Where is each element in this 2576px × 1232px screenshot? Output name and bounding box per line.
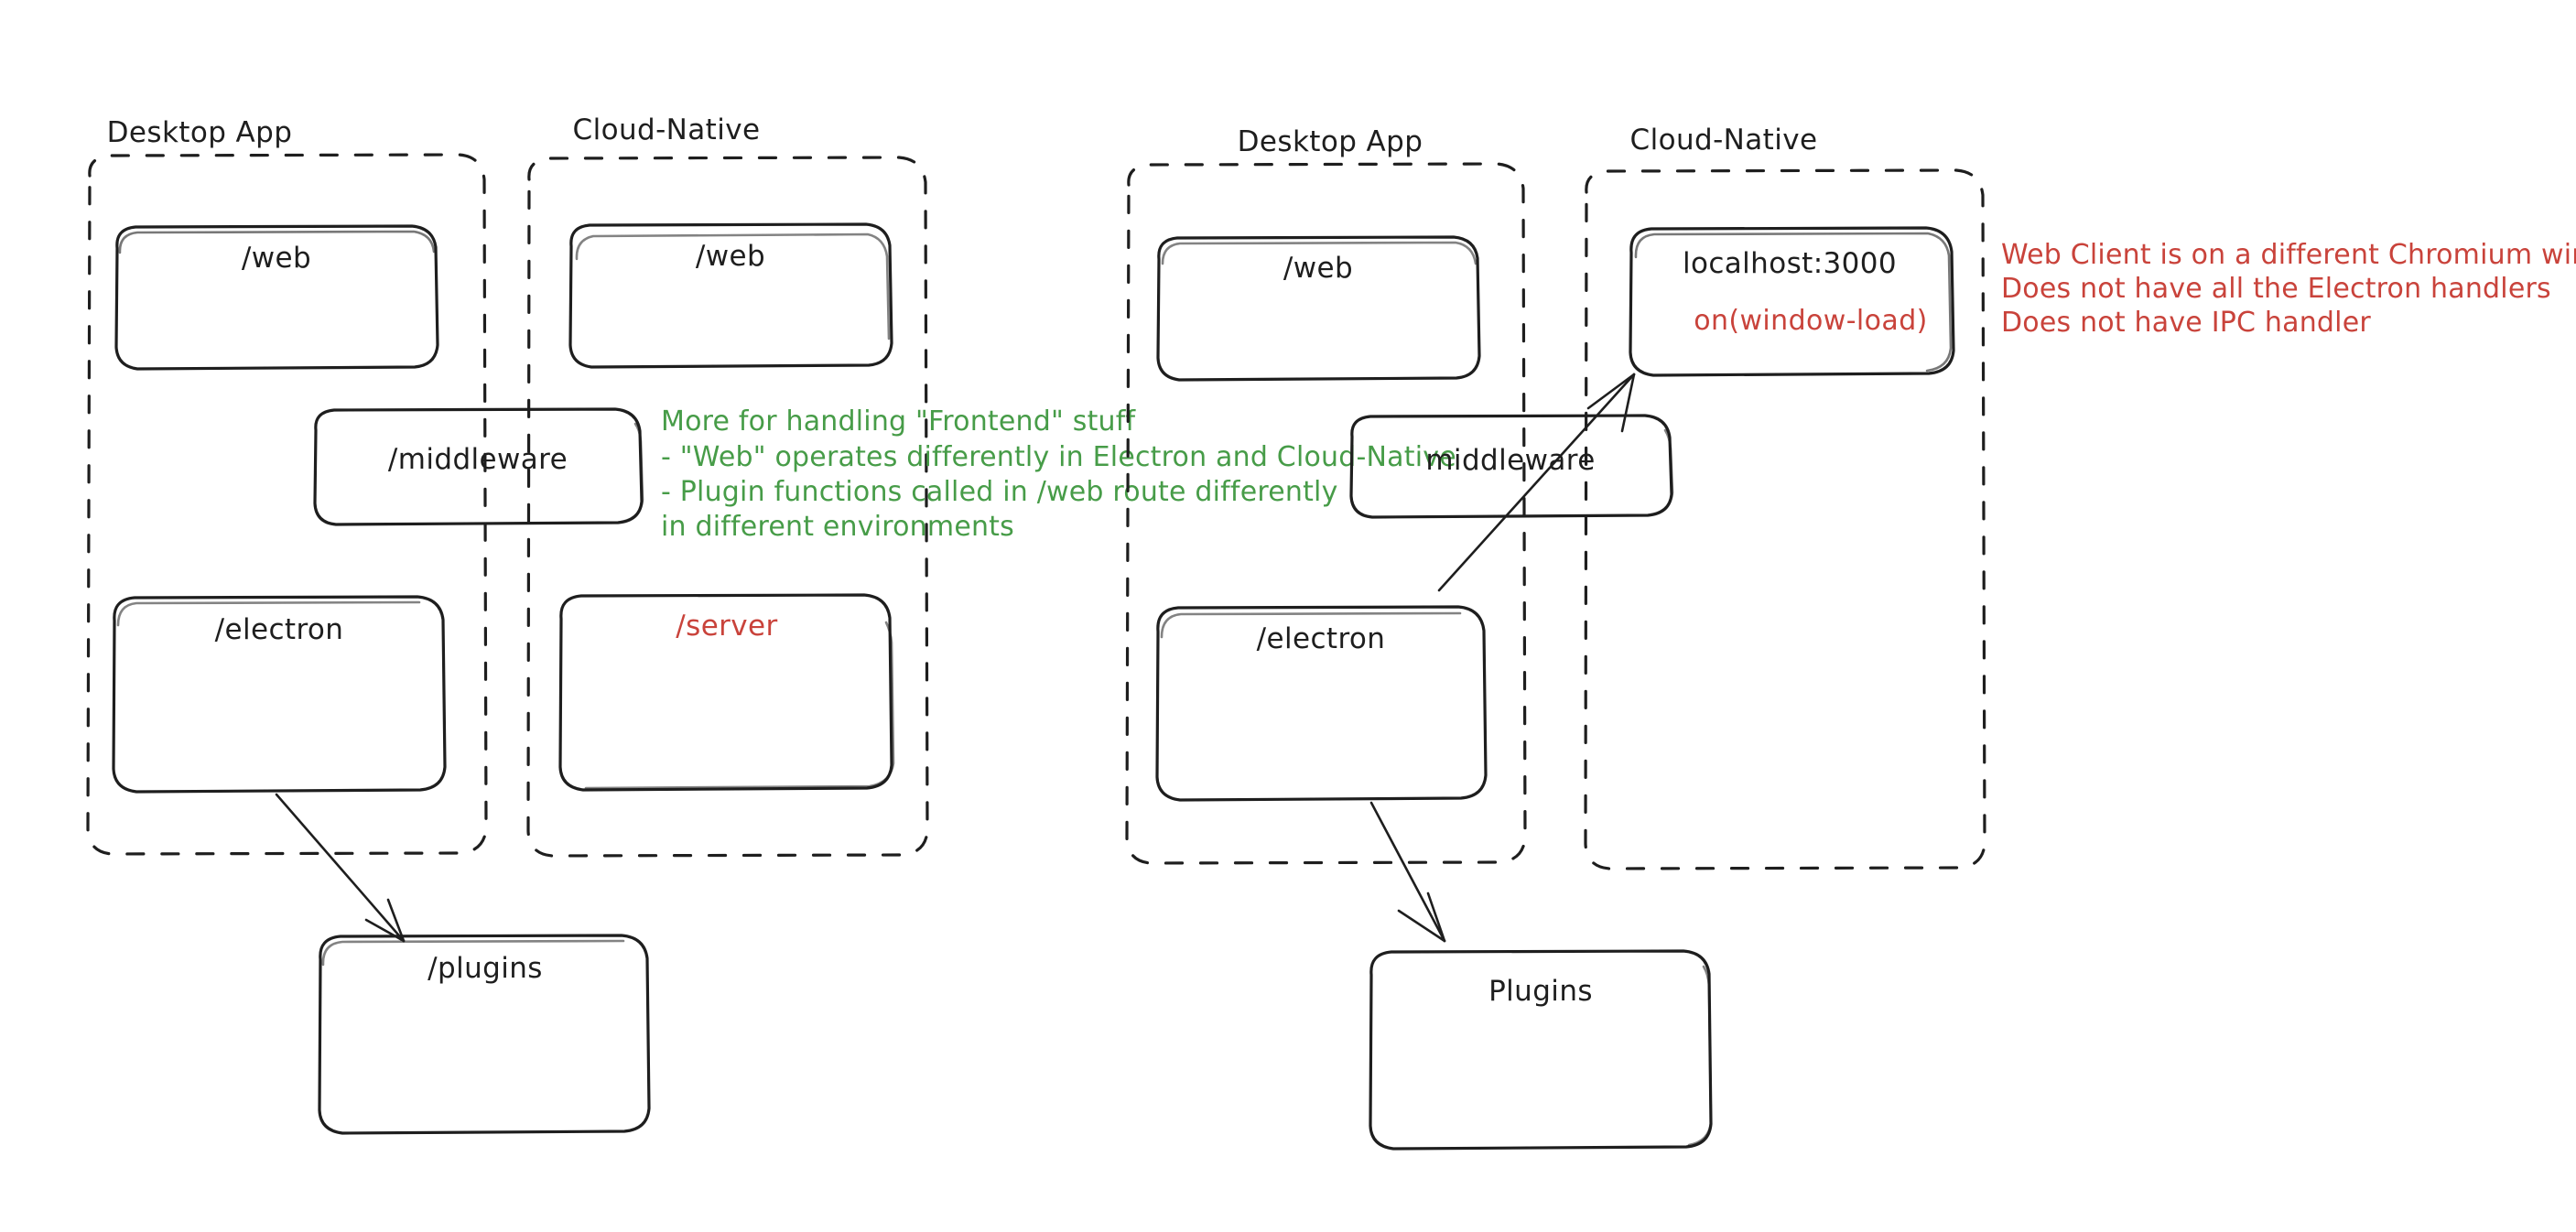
right-note-line-3: Does not have IPC handler — [2001, 307, 2371, 339]
left-group-cloud-native[interactable]: Cloud-Native — [526, 113, 929, 858]
left-group-desktop-app[interactable]: Desktop App — [86, 116, 488, 856]
right-arrow-electron-to-localhost — [1437, 373, 1636, 592]
left-arrow-electron-to-plugins — [275, 793, 406, 943]
right-box-web-outline — [1156, 235, 1481, 382]
left-note-line-1: More for handling "Frontend" stuff — [661, 405, 1137, 438]
right-arrow-down-head-2 — [1426, 892, 1446, 943]
left-box-middleware[interactable]: /middleware — [313, 407, 644, 526]
left-box-plugins-outline-2 — [321, 939, 625, 967]
left-cloud-native-label: Cloud-Native — [573, 113, 761, 146]
left-cloud-native-container — [526, 156, 929, 858]
right-desktop-app-label: Desktop App — [1238, 125, 1423, 158]
right-arrow-up-head-1 — [1586, 373, 1636, 410]
right-box-localhost-label: localhost:3000 — [1683, 247, 1897, 280]
right-box-web-label: /web — [1283, 252, 1353, 285]
right-box-middleware-label: middleware — [1425, 444, 1595, 477]
left-note-green: More for handling "Frontend" stuff - "We… — [661, 405, 1456, 543]
right-box-plugins-outline-2 — [1687, 965, 1713, 1147]
right-box-localhost[interactable]: localhost:3000 on(window-load) — [1629, 226, 1955, 377]
right-box-plugins-label: Plugins — [1488, 975, 1593, 1008]
left-note-line-4: in different environments — [661, 511, 1014, 543]
left-box-server-outline — [558, 593, 893, 792]
left-box-plugins-outline — [318, 934, 651, 1135]
left-note-line-3: - Plugin functions called in /web route … — [661, 476, 1338, 508]
right-box-electron-outline — [1155, 605, 1488, 802]
right-group-desktop-app[interactable]: Desktop App — [1125, 125, 1527, 865]
right-box-plugins[interactable]: Plugins — [1369, 949, 1713, 1151]
right-group-cloud-native[interactable]: Cloud-Native — [1584, 124, 1986, 870]
right-box-electron-label: /electron — [1257, 622, 1386, 655]
left-box-web-desktop-label: /web — [242, 242, 311, 275]
right-cloud-native-label: Cloud-Native — [1630, 124, 1818, 157]
right-box-localhost-outline — [1629, 226, 1955, 377]
left-box-server-label: /server — [676, 610, 777, 643]
right-box-localhost-outline-2 — [1634, 232, 1953, 373]
left-desktop-app-container — [86, 153, 488, 856]
left-box-middleware-label: /middleware — [388, 443, 568, 476]
left-box-web-cloud[interactable]: /web — [568, 222, 893, 369]
right-note-red: Web Client is on a different Chromium wi… — [2001, 239, 2576, 339]
right-arrow-down-head-1 — [1397, 909, 1446, 943]
left-box-electron-outline — [112, 595, 447, 794]
right-arrow-electron-to-plugins — [1369, 801, 1446, 943]
right-box-middleware-outline-2 — [1650, 428, 1674, 516]
right-desktop-app-container — [1125, 162, 1527, 865]
right-box-localhost-sublabel: on(window-load) — [1694, 305, 1928, 337]
right-arrow-up-shaft — [1437, 373, 1636, 592]
left-box-electron-label: /electron — [215, 613, 344, 646]
right-cloud-native-container — [1584, 168, 1986, 870]
left-box-plugins-label: /plugins — [428, 952, 543, 985]
left-box-web-desktop[interactable]: /web — [114, 224, 439, 371]
left-box-web-desktop-outline — [114, 224, 439, 371]
left-box-web-cloud-label: /web — [696, 240, 765, 273]
right-box-electron-outline-2 — [1160, 611, 1462, 639]
left-box-electron-outline-2 — [116, 600, 421, 627]
left-box-plugins[interactable]: /plugins — [318, 934, 651, 1135]
left-box-web-desktop-outline-2 — [118, 230, 436, 254]
left-desktop-app-label: Desktop App — [107, 116, 293, 149]
left-box-server-outline-2 — [584, 621, 895, 790]
right-arrow-down-shaft — [1369, 801, 1446, 943]
left-arrow-shaft — [275, 793, 406, 943]
left-box-web-cloud-outline-2 — [575, 232, 891, 340]
right-arrow-up-head-2 — [1620, 373, 1636, 433]
left-arrow-head-1 — [364, 918, 406, 943]
right-box-web-outline-2 — [1161, 241, 1477, 265]
right-box-web[interactable]: /web — [1156, 235, 1481, 382]
left-box-server[interactable]: /server — [558, 593, 895, 792]
right-note-line-1: Web Client is on a different Chromium wi… — [2001, 239, 2576, 271]
right-box-electron[interactable]: /electron — [1155, 605, 1488, 802]
left-box-web-cloud-outline — [568, 222, 893, 369]
left-note-line-2: - "Web" operates differently in Electron… — [661, 441, 1456, 473]
left-arrow-head-2 — [386, 898, 406, 943]
left-box-middleware-outline-2 — [620, 422, 644, 524]
left-box-electron[interactable]: /electron — [112, 595, 447, 794]
right-note-line-2: Does not have all the Electron handlers — [2001, 273, 2551, 305]
